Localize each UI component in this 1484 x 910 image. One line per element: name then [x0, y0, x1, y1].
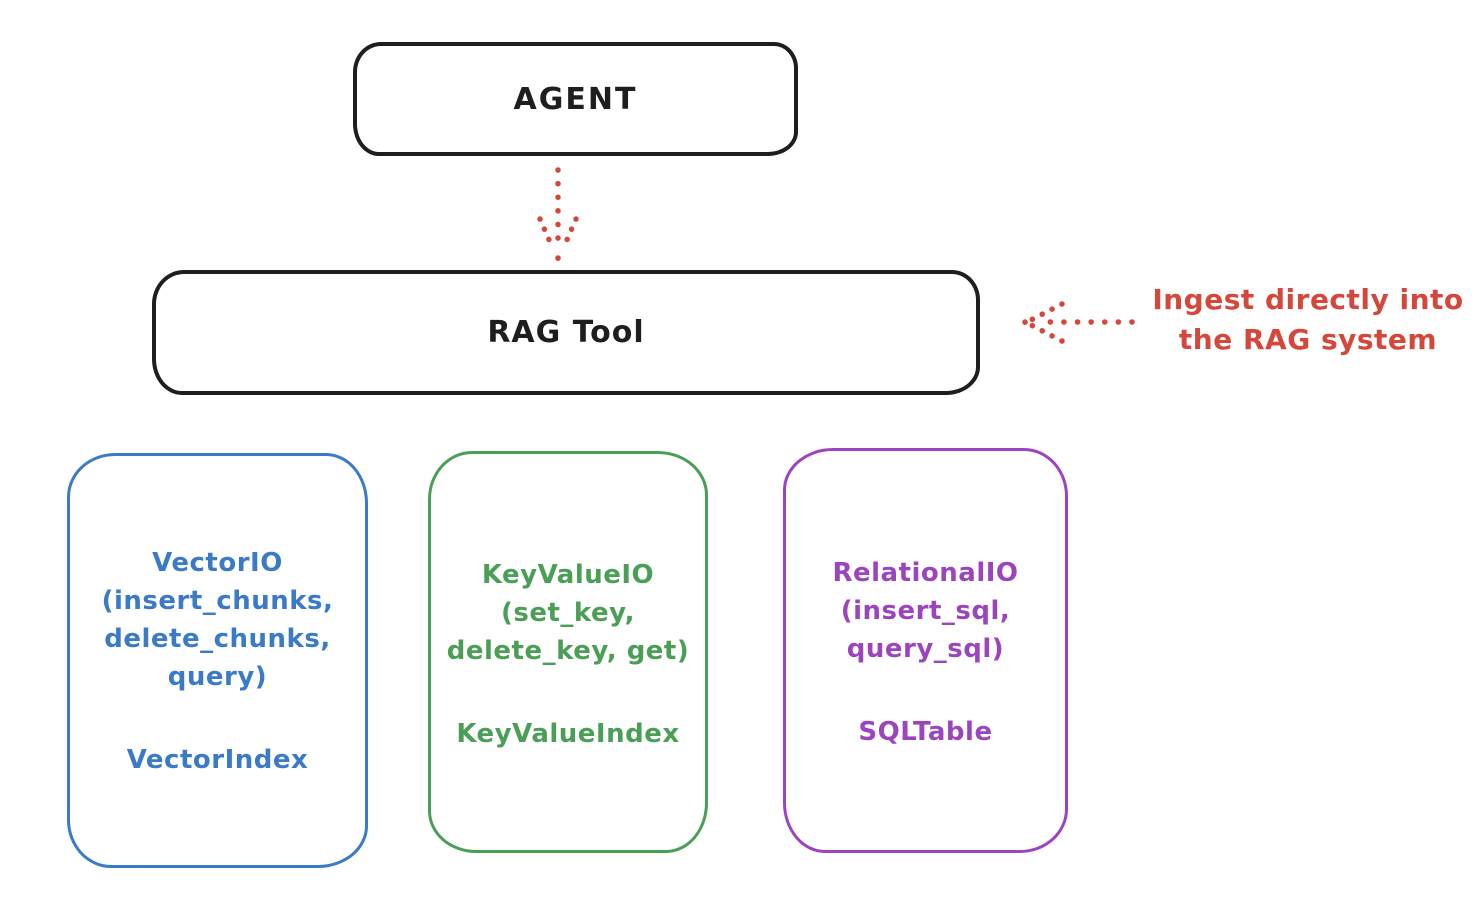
sqltable-label: SQLTable — [858, 717, 993, 747]
vector-io-line-1: VectorIO — [152, 548, 283, 578]
vector-io-line-2: (insert_chunks, — [101, 586, 334, 616]
keyvalue-index-label: KeyValueIndex — [456, 719, 680, 749]
annotation-line-1: Ingest directly into — [1152, 283, 1464, 316]
node-rag-tool[interactable]: RAG Tool — [152, 270, 980, 395]
node-relational-io[interactable]: RelationalIO (insert_sql, query_sql) SQL… — [783, 448, 1068, 853]
keyvalue-io-line-2: (set_key, — [501, 598, 635, 628]
node-agent[interactable]: AGENT — [353, 42, 798, 156]
node-keyvalue-io[interactable]: KeyValueIO (set_key, delete_key, get) Ke… — [428, 451, 708, 853]
rag-tool-label: RAG Tool — [487, 315, 645, 350]
ingest-annotation-arrow-icon[interactable] — [1022, 301, 1135, 344]
vector-io-line-4: query) — [167, 662, 268, 692]
keyvalue-io-line-3: delete_key, get) — [446, 636, 690, 666]
agent-label: AGENT — [513, 81, 638, 117]
annotation-line-2: the RAG system — [1178, 323, 1438, 356]
vector-index-label: VectorIndex — [126, 745, 309, 775]
node-vector-io[interactable]: VectorIO (insert_chunks, delete_chunks, … — [67, 453, 368, 868]
relational-io-line-1: RelationalIO — [832, 558, 1019, 588]
ingest-annotation: Ingest directly into the RAG system — [1136, 280, 1480, 360]
vector-io-line-3: delete_chunks, — [104, 624, 331, 654]
keyvalue-io-line-1: KeyValueIO — [481, 560, 655, 590]
agent-to-rag-arrow-icon[interactable] — [537, 167, 579, 261]
relational-io-line-3: query_sql) — [846, 634, 1005, 664]
relational-io-line-2: (insert_sql, — [840, 596, 1011, 626]
